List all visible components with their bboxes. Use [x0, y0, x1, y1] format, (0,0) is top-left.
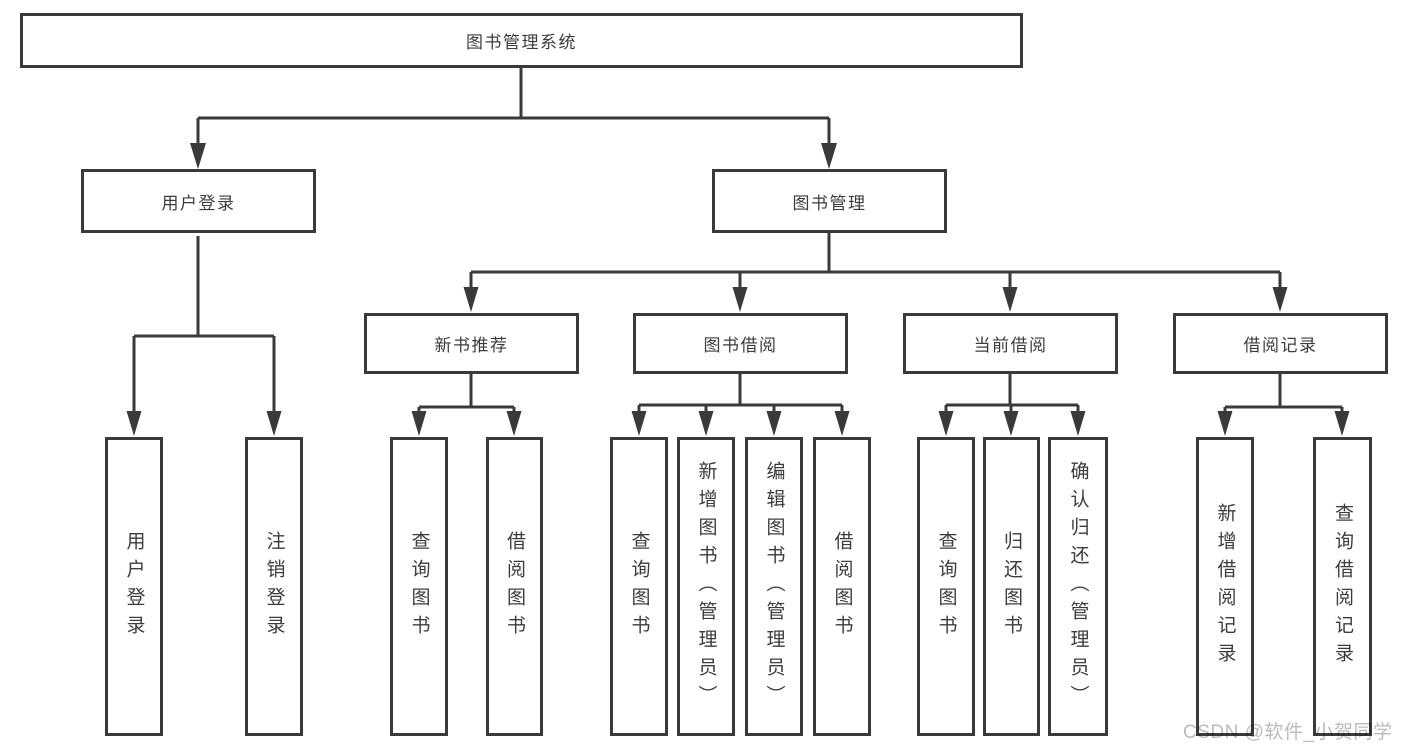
leaf-query-books-borrow: 查询图书	[610, 437, 668, 736]
leaf-query-books-recommend-label: 查询图书	[408, 530, 430, 643]
node-user-login-label: 用户登录	[161, 193, 236, 213]
leaf-query-borrow-record-label: 查询借阅记录	[1332, 502, 1353, 671]
node-book-management-label: 图书管理	[792, 193, 867, 213]
leaf-user-login-label: 用户登录	[123, 530, 145, 643]
leaf-borrow-books-recommend-label: 借阅图书	[504, 530, 525, 643]
leaf-borrow-books: 借阅图书	[813, 437, 871, 736]
leaf-query-books-borrow-label: 查询图书	[628, 530, 650, 643]
leaf-add-books-admin-label: 新增图书（管理员）	[695, 460, 717, 713]
node-borrow-records-label: 借阅记录	[1243, 336, 1318, 355]
leaf-query-borrow-record: 查询借阅记录	[1313, 437, 1372, 736]
connector-new-book-recommend-children	[411, 374, 522, 436]
node-new-book-recommend: 新书推荐	[364, 313, 579, 374]
connector-book-borrow-children	[631, 374, 850, 436]
connector-user-login-children	[126, 236, 282, 436]
leaf-user-login: 用户登录	[105, 437, 163, 736]
connector-book-management-children	[463, 233, 1288, 312]
node-library-system-label: 图书管理系统	[466, 33, 577, 52]
connector-borrow-records-children	[1217, 374, 1350, 436]
leaf-return-books: 归还图书	[983, 437, 1040, 736]
node-book-borrow-label: 图书借阅	[703, 336, 778, 355]
leaf-return-books-label: 归还图书	[1001, 530, 1022, 643]
leaf-confirm-return-admin-label: 确认归还（管理员）	[1067, 460, 1089, 713]
node-current-borrow: 当前借阅	[903, 313, 1118, 374]
leaf-logout-login: 注销登录	[245, 437, 303, 736]
leaf-add-borrow-record-label: 新增借阅记录	[1214, 502, 1236, 671]
leaf-edit-books-admin: 编辑图书（管理员）	[745, 437, 803, 736]
node-new-book-recommend-label: 新书推荐	[434, 336, 509, 355]
node-borrow-records: 借阅记录	[1173, 313, 1388, 374]
leaf-add-books-admin: 新增图书（管理员）	[677, 437, 735, 736]
node-book-borrow: 图书借阅	[633, 313, 848, 374]
leaf-add-borrow-record: 新增借阅记录	[1196, 437, 1254, 736]
connector-root-to-level2	[190, 68, 837, 169]
node-current-borrow-label: 当前借阅	[973, 336, 1048, 355]
node-user-login: 用户登录	[81, 169, 316, 233]
leaf-edit-books-admin-label: 编辑图书（管理员）	[763, 460, 785, 713]
leaf-borrow-books-recommend: 借阅图书	[486, 437, 543, 736]
leaf-logout-login-label: 注销登录	[263, 530, 285, 643]
leaf-query-books-recommend: 查询图书	[390, 437, 448, 736]
leaf-query-books-current-label: 查询图书	[935, 530, 957, 643]
watermark-text: CSDN @软件_小贺同学	[1183, 722, 1393, 743]
leaf-confirm-return-admin: 确认归还（管理员）	[1048, 437, 1108, 736]
leaf-borrow-books-label: 借阅图书	[831, 530, 853, 643]
node-library-system: 图书管理系统	[20, 13, 1023, 68]
leaf-query-books-current: 查询图书	[917, 437, 975, 736]
node-book-management: 图书管理	[712, 169, 947, 233]
connector-current-borrow-children	[938, 374, 1086, 436]
